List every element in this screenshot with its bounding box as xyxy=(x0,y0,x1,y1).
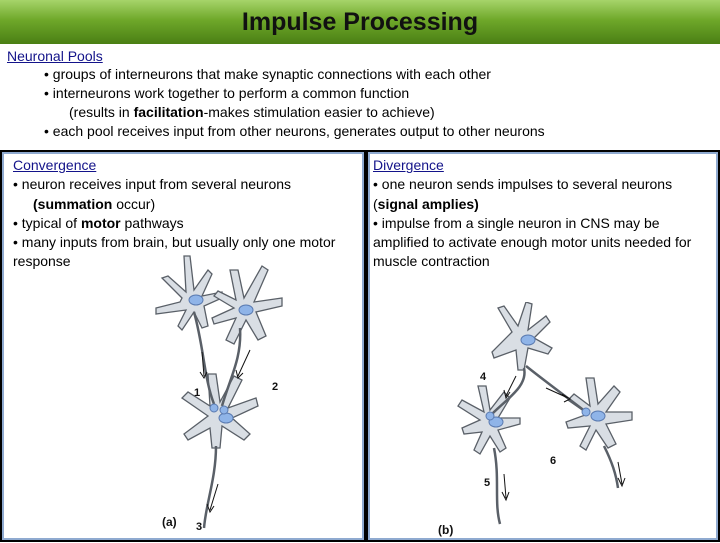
text: occur) xyxy=(112,195,156,212)
list-item: (results in facilitation-makes stimulati… xyxy=(7,103,713,122)
convergence-diagram: 1 2 3 xyxy=(155,255,283,533)
divergence-heading: Divergence xyxy=(373,157,444,173)
arrow-4b xyxy=(545,387,572,403)
neuronal-pools-list: • groups of interneurons that make synap… xyxy=(7,65,713,141)
convergence-bullet: • neuron receives input from several neu… xyxy=(13,176,292,193)
diagram-label-5: 5 xyxy=(484,477,490,489)
terminal xyxy=(581,407,591,417)
motor-term: motor xyxy=(80,214,121,231)
title-bar: Impulse Processing xyxy=(0,0,720,44)
signal-amplies-term: signal amplies) xyxy=(377,195,479,212)
axon-2 xyxy=(220,327,242,407)
list-item-text: (results in xyxy=(69,104,134,120)
divergence-text: Divergence • one neuron sends impulses t… xyxy=(373,156,712,272)
divergence-panel: Divergence • one neuron sends impulses t… xyxy=(366,150,720,542)
terminal xyxy=(209,403,219,413)
axon-4b xyxy=(525,365,587,413)
terminal xyxy=(219,405,229,415)
convergence-caption-svg: (a) xyxy=(162,515,177,529)
diagram-label-1: 1 xyxy=(194,387,200,399)
divergence-bullet: • one neuron sends impulses to several n… xyxy=(373,175,712,214)
arrow-4 xyxy=(503,375,517,400)
divergence-diagram: 4 5 6 xyxy=(457,302,633,525)
nucleus-3 xyxy=(218,412,234,424)
arrow-1 xyxy=(199,351,208,379)
neuronal-pools-section: Neuronal Pools • groups of interneurons … xyxy=(7,47,713,141)
list-item-text: -makes stimulation easier to achieve) xyxy=(203,104,435,120)
nucleus-1 xyxy=(188,294,204,306)
list-item: • interneurons work together to perform … xyxy=(44,85,410,101)
convergence-bullet: • many inputs from brain, but usually on… xyxy=(13,234,336,270)
diagram-label-3: 3 xyxy=(196,521,202,533)
arrow-3 xyxy=(206,483,219,514)
convergence-bullet: • typical of motor pathways xyxy=(13,214,358,233)
neuronal-pools-heading: Neuronal Pools xyxy=(7,48,103,64)
divergence-bullet: • impulse from a single neuron in CNS ma… xyxy=(373,214,692,270)
text: pathways xyxy=(120,214,184,231)
nucleus-6 xyxy=(590,410,606,422)
convergence-text: Convergence • neuron receives input from… xyxy=(13,156,358,272)
diagram-label-6: 6 xyxy=(550,455,556,467)
summation-term: (summation xyxy=(33,195,113,212)
list-item: • each pool receives input from other ne… xyxy=(44,123,545,139)
text: • one neuron sends impulses to several n… xyxy=(373,176,673,212)
convergence-heading: Convergence xyxy=(13,157,97,173)
arrow-6 xyxy=(617,461,626,488)
list-item: • groups of interneurons that make synap… xyxy=(44,66,491,82)
neuron-4-body xyxy=(491,302,553,371)
diagram-label-2: 2 xyxy=(272,381,278,393)
convergence-panel: Convergence • neuron receives input from… xyxy=(0,150,366,542)
arrow-2 xyxy=(235,349,251,379)
axon-3 xyxy=(202,445,218,529)
nucleus-2 xyxy=(238,304,254,316)
page-title: Impulse Processing xyxy=(241,7,479,36)
facilitation-term: facilitation xyxy=(133,104,204,120)
axon-6 xyxy=(602,445,620,489)
divergence-caption: (b) xyxy=(438,523,453,537)
axon-1 xyxy=(192,311,216,405)
terminal xyxy=(485,411,495,421)
convergence-bullet-cont: (summation occur) xyxy=(13,195,358,214)
divergence-caption-svg: (b) xyxy=(438,523,453,537)
axon-4 xyxy=(491,367,526,415)
diagram-label-4: 4 xyxy=(480,371,487,383)
nucleus-4 xyxy=(520,334,536,346)
axon-5 xyxy=(492,447,502,525)
arrow-5 xyxy=(501,473,510,502)
convergence-caption: (a) xyxy=(162,515,177,529)
text: • typical of xyxy=(13,214,81,231)
